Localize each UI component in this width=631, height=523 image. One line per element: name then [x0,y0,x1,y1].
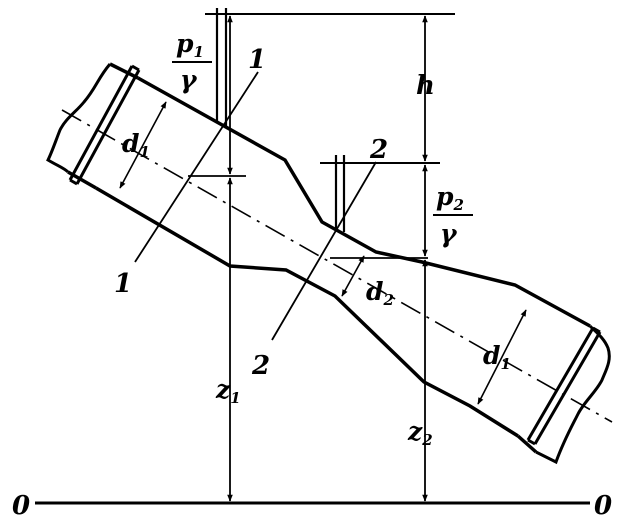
p1-denominator: γ [180,65,198,94]
left-pipe-top-stub [109,62,139,80]
dim-d1-left-arrow [119,101,167,189]
left-flange [68,64,141,186]
right-break-line [535,324,611,465]
p2-numerator: p2 [436,182,464,214]
p2-denominator: γ [440,219,458,248]
z1-label: z1 [215,375,241,407]
d1-left-label: d1 [122,129,150,161]
d2-label: d2 [366,277,394,309]
dim-d2-arrow [341,255,365,297]
pipe-upper-wall [137,76,591,328]
datum-label-right: 0 [594,491,612,521]
head-h-label: h [416,71,435,101]
section-1-top-label: 1 [248,45,266,75]
section-2-line [271,161,377,341]
piezometer-tube-1 [215,8,228,126]
section-1-bottom-label: 1 [114,269,132,299]
z2-label: z2 [407,417,433,449]
right-flange [526,326,602,446]
d1-right-label: d1 [483,341,511,373]
piezometer-tube-2 [334,155,346,232]
left-break-line [46,63,112,174]
right-pipe-bottom-stub [516,434,538,454]
dim-d1-right-arrow [477,309,527,405]
section-2-top-label: 2 [369,135,388,165]
section-1-line [134,71,259,263]
datum-label-left: 0 [12,491,30,521]
p1-numerator: p1 [176,29,204,61]
section-2-bottom-label: 2 [251,351,270,381]
